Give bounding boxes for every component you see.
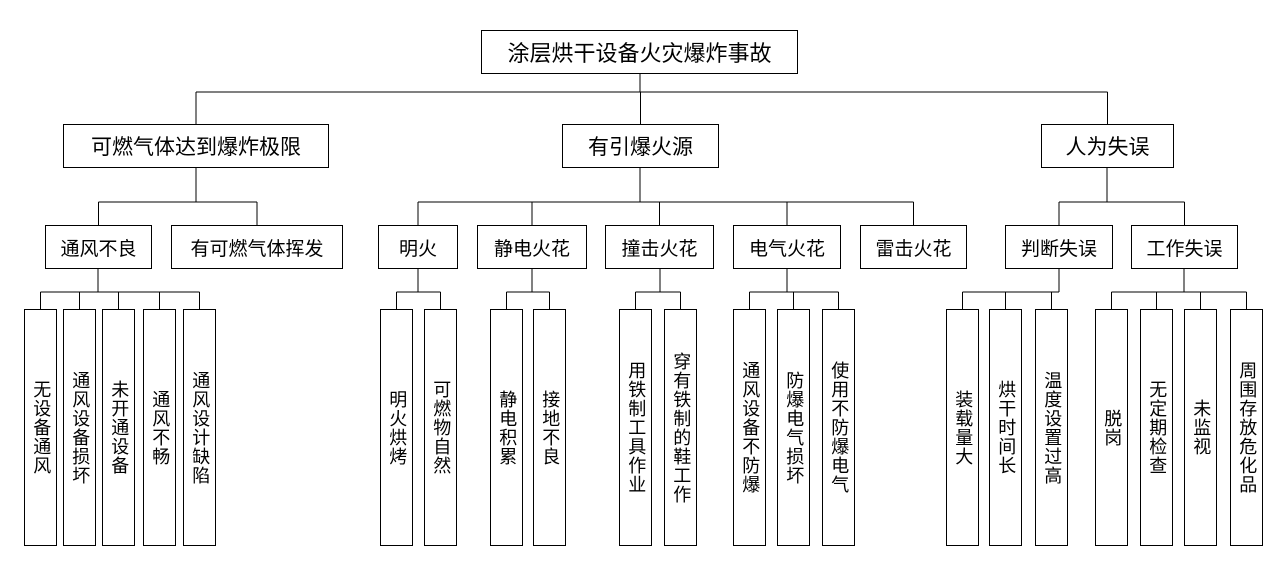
leaf-combustible-natural: 可燃物自然 bbox=[424, 309, 457, 546]
node-gas-volatilization: 有可燃气体挥发 bbox=[171, 225, 343, 269]
node-judgment-error: 判断失误 bbox=[1005, 225, 1113, 269]
node-ignition-source: 有引爆火源 bbox=[562, 124, 719, 168]
node-electric-spark: 电气火花 bbox=[733, 225, 841, 269]
leaf-no-regular-inspection: 无定期检查 bbox=[1140, 309, 1173, 546]
leaf-hazardous-chemicals-nearby: 周围存放危化品 bbox=[1230, 309, 1263, 546]
node-combustible-gas-limit: 可燃气体达到爆炸极限 bbox=[63, 124, 329, 168]
leaf-large-load: 装载量大 bbox=[946, 309, 979, 546]
leaf-static-accumulation: 静电积累 bbox=[490, 309, 523, 546]
leaf-non-explosion-proof-electric: 使用不防爆电气 bbox=[822, 309, 855, 546]
leaf-ventilation-equipment-damaged: 通风设备损坏 bbox=[63, 309, 96, 546]
node-root: 涂层烘干设备火灾爆炸事故 bbox=[481, 30, 798, 74]
node-open-flame: 明火 bbox=[378, 225, 458, 269]
leaf-temperature-too-high: 温度设置过高 bbox=[1035, 309, 1068, 546]
node-impact-spark: 撞击火花 bbox=[605, 225, 714, 269]
leaf-ventilation-blocked: 通风不畅 bbox=[143, 309, 176, 546]
leaf-iron-shoes: 穿有铁制的鞋工作 bbox=[664, 309, 697, 546]
leaf-explosion-proof-electric-damaged: 防爆电气损坏 bbox=[777, 309, 810, 546]
leaf-leaving-post: 脱岗 bbox=[1095, 309, 1128, 546]
leaf-not-monitored: 未监视 bbox=[1184, 309, 1217, 546]
node-human-error: 人为失误 bbox=[1041, 124, 1174, 168]
node-poor-ventilation: 通风不良 bbox=[45, 225, 152, 269]
leaf-iron-tools: 用铁制工具作业 bbox=[619, 309, 652, 546]
leaf-open-flame-baking: 明火烘烤 bbox=[380, 309, 413, 546]
leaf-no-ventilation-equipment: 无设备通风 bbox=[24, 309, 57, 546]
leaf-equipment-not-switched-on: 未开通设备 bbox=[102, 309, 135, 546]
leaf-long-drying-time: 烘干时间长 bbox=[989, 309, 1022, 546]
leaf-poor-grounding: 接地不良 bbox=[533, 309, 566, 546]
node-lightning-spark: 雷击火花 bbox=[860, 225, 967, 269]
node-work-error: 工作失误 bbox=[1131, 225, 1238, 269]
leaf-non-explosion-proof-ventilation: 通风设备不防爆 bbox=[733, 309, 766, 546]
leaf-ventilation-design-defect: 通风设计缺陷 bbox=[183, 309, 216, 546]
node-static-spark: 静电火花 bbox=[477, 225, 587, 269]
